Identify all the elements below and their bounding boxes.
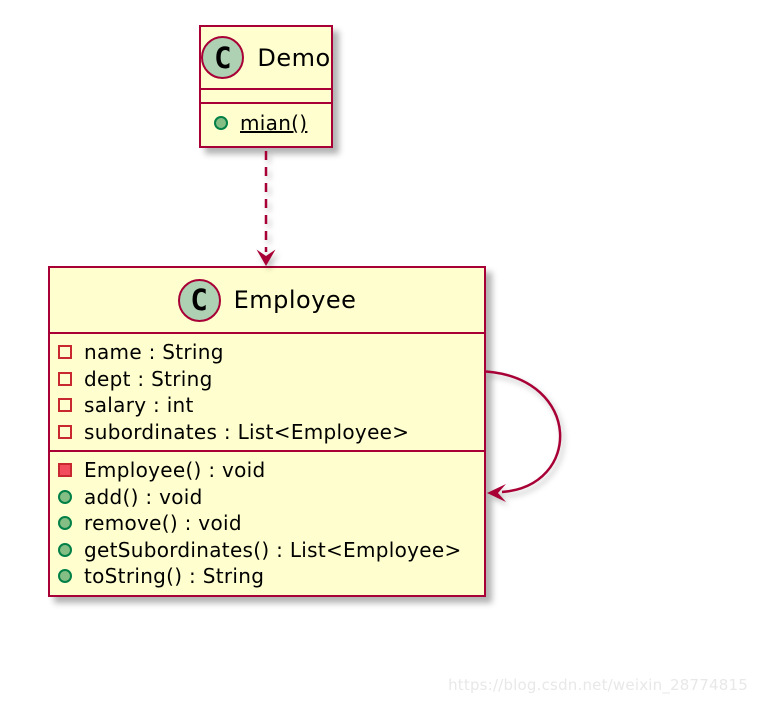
method-row: add() : void (50, 484, 484, 511)
method-row: Employee() : void (50, 457, 484, 484)
field-label: dept : String (84, 366, 213, 391)
method-label: add() : void (84, 484, 203, 509)
fields-compartment: name : String dept : String salary : int… (50, 332, 484, 450)
method-row: remove() : void (50, 510, 484, 537)
method-row: mian() (201, 110, 331, 137)
private-field-icon (58, 398, 72, 413)
watermark: https://blog.csdn.net/weixin_28774815 (448, 676, 748, 694)
method-label: remove() : void (84, 511, 242, 536)
public-method-icon (58, 542, 72, 557)
public-method-icon (58, 569, 72, 584)
arrowhead-left-icon (487, 484, 506, 502)
class-name: Employee (233, 286, 357, 314)
method-row: toString() : String (50, 563, 484, 590)
method-label: Employee() : void (84, 458, 266, 483)
field-label: subordinates : List<Employee> (84, 419, 410, 444)
fields-compartment-empty (201, 88, 331, 102)
method-label: toString() : String (84, 564, 265, 589)
methods-compartment: Employee() : void add() : void remove() … (50, 450, 484, 594)
private-method-icon (58, 463, 72, 478)
private-field-icon (58, 424, 72, 439)
public-method-icon (58, 489, 72, 504)
methods-compartment: mian() (201, 102, 331, 145)
method-row: getSubordinates() : List<Employee> (50, 537, 484, 564)
class-name: Demo (257, 43, 331, 72)
field-row: name : String (50, 339, 484, 366)
private-field-icon (58, 345, 72, 360)
self-association-arrow (485, 370, 562, 502)
class-title-employee: C Employee (50, 268, 484, 332)
method-label: getSubordinates() : List<Employee> (84, 537, 462, 562)
private-field-icon (58, 371, 72, 386)
field-label: name : String (84, 340, 224, 365)
class-stereotype-icon: C (177, 278, 221, 322)
public-method-icon (214, 116, 228, 131)
arrowhead-down-icon (256, 249, 276, 266)
class-box-employee: C Employee name : String dept : String s… (48, 266, 486, 597)
field-label: salary : int (84, 393, 194, 418)
field-row: salary : int (50, 392, 484, 419)
field-row: dept : String (50, 366, 484, 393)
class-box-demo: C Demo mian() (199, 25, 333, 148)
dependency-arrow (256, 151, 276, 266)
method-label: mian() (240, 111, 308, 136)
public-method-icon (58, 516, 72, 531)
class-title-demo: C Demo (201, 27, 331, 88)
class-stereotype-icon: C (201, 36, 245, 79)
field-row: subordinates : List<Employee> (50, 419, 484, 446)
